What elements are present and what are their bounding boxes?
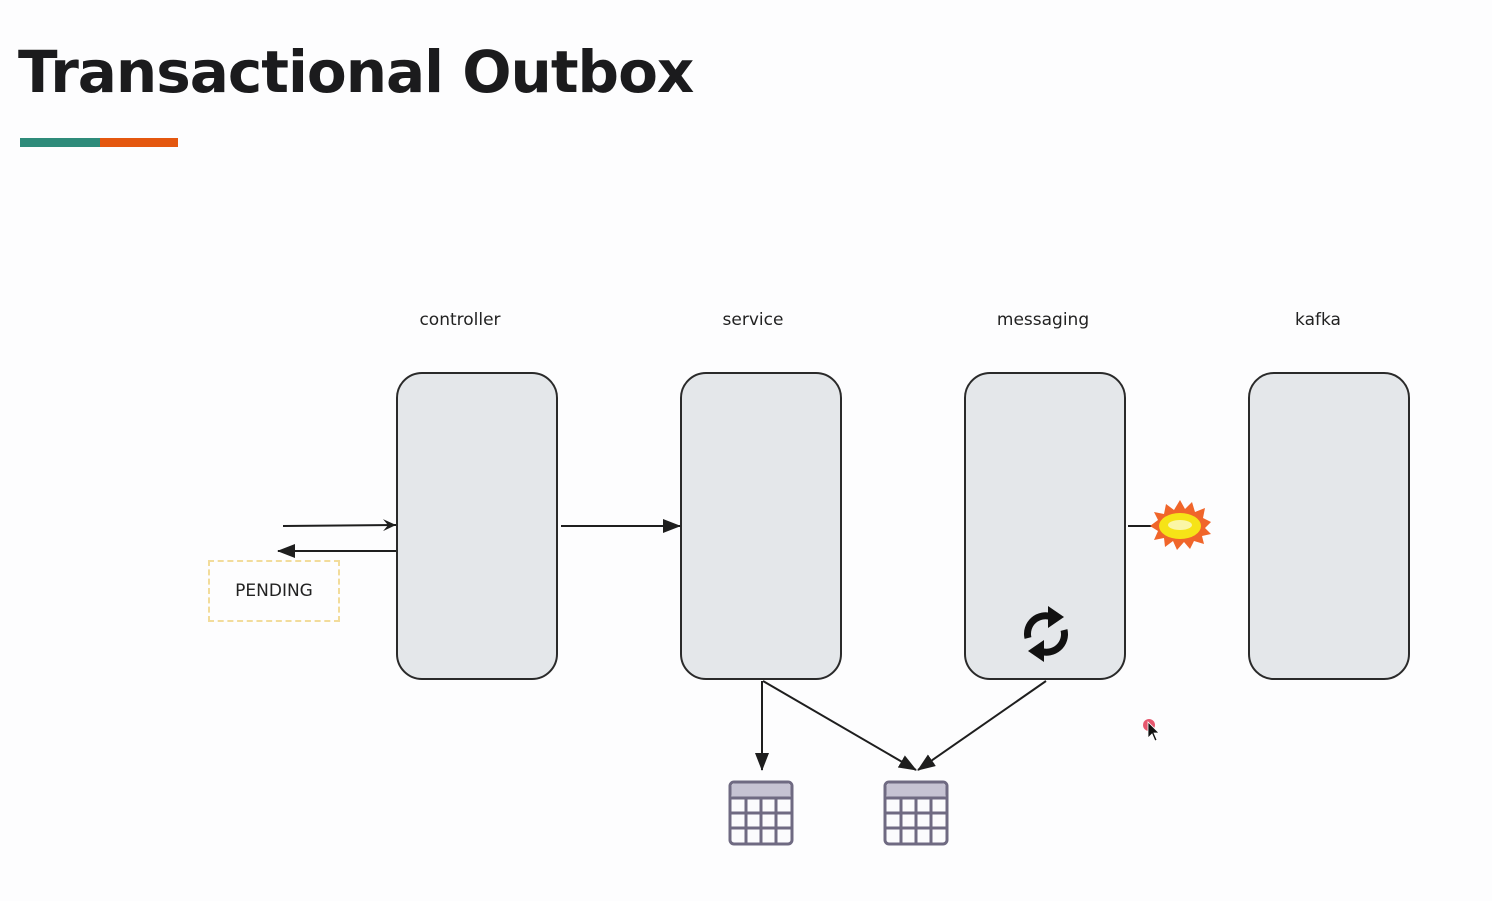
- controller-box: [396, 372, 558, 680]
- label-kafka: kafka: [1295, 310, 1341, 330]
- messaging-box: [964, 372, 1126, 680]
- pending-status-box: PENDING: [208, 560, 340, 622]
- accent-bar-orange: [100, 138, 178, 147]
- refresh-icon: [1024, 606, 1068, 662]
- explosion-icon: [1150, 500, 1211, 550]
- kafka-box: [1248, 372, 1410, 680]
- label-service: service: [722, 310, 784, 330]
- service-to-outbox-arrow: [762, 680, 917, 771]
- label-controller: controller: [419, 310, 501, 330]
- outbox-table-icon: [883, 780, 949, 846]
- label-messaging: messaging: [996, 310, 1090, 330]
- service-box: [680, 372, 842, 680]
- pending-label: PENDING: [235, 581, 313, 601]
- messaging-to-outbox-arrow: [917, 680, 1047, 771]
- mouse-cursor-icon: [1143, 719, 1160, 742]
- slide-title: Transactional Outbox: [18, 38, 694, 106]
- database-table-icon: [728, 780, 794, 846]
- accent-bar-teal: [20, 138, 100, 147]
- request-arrow: [282, 519, 397, 532]
